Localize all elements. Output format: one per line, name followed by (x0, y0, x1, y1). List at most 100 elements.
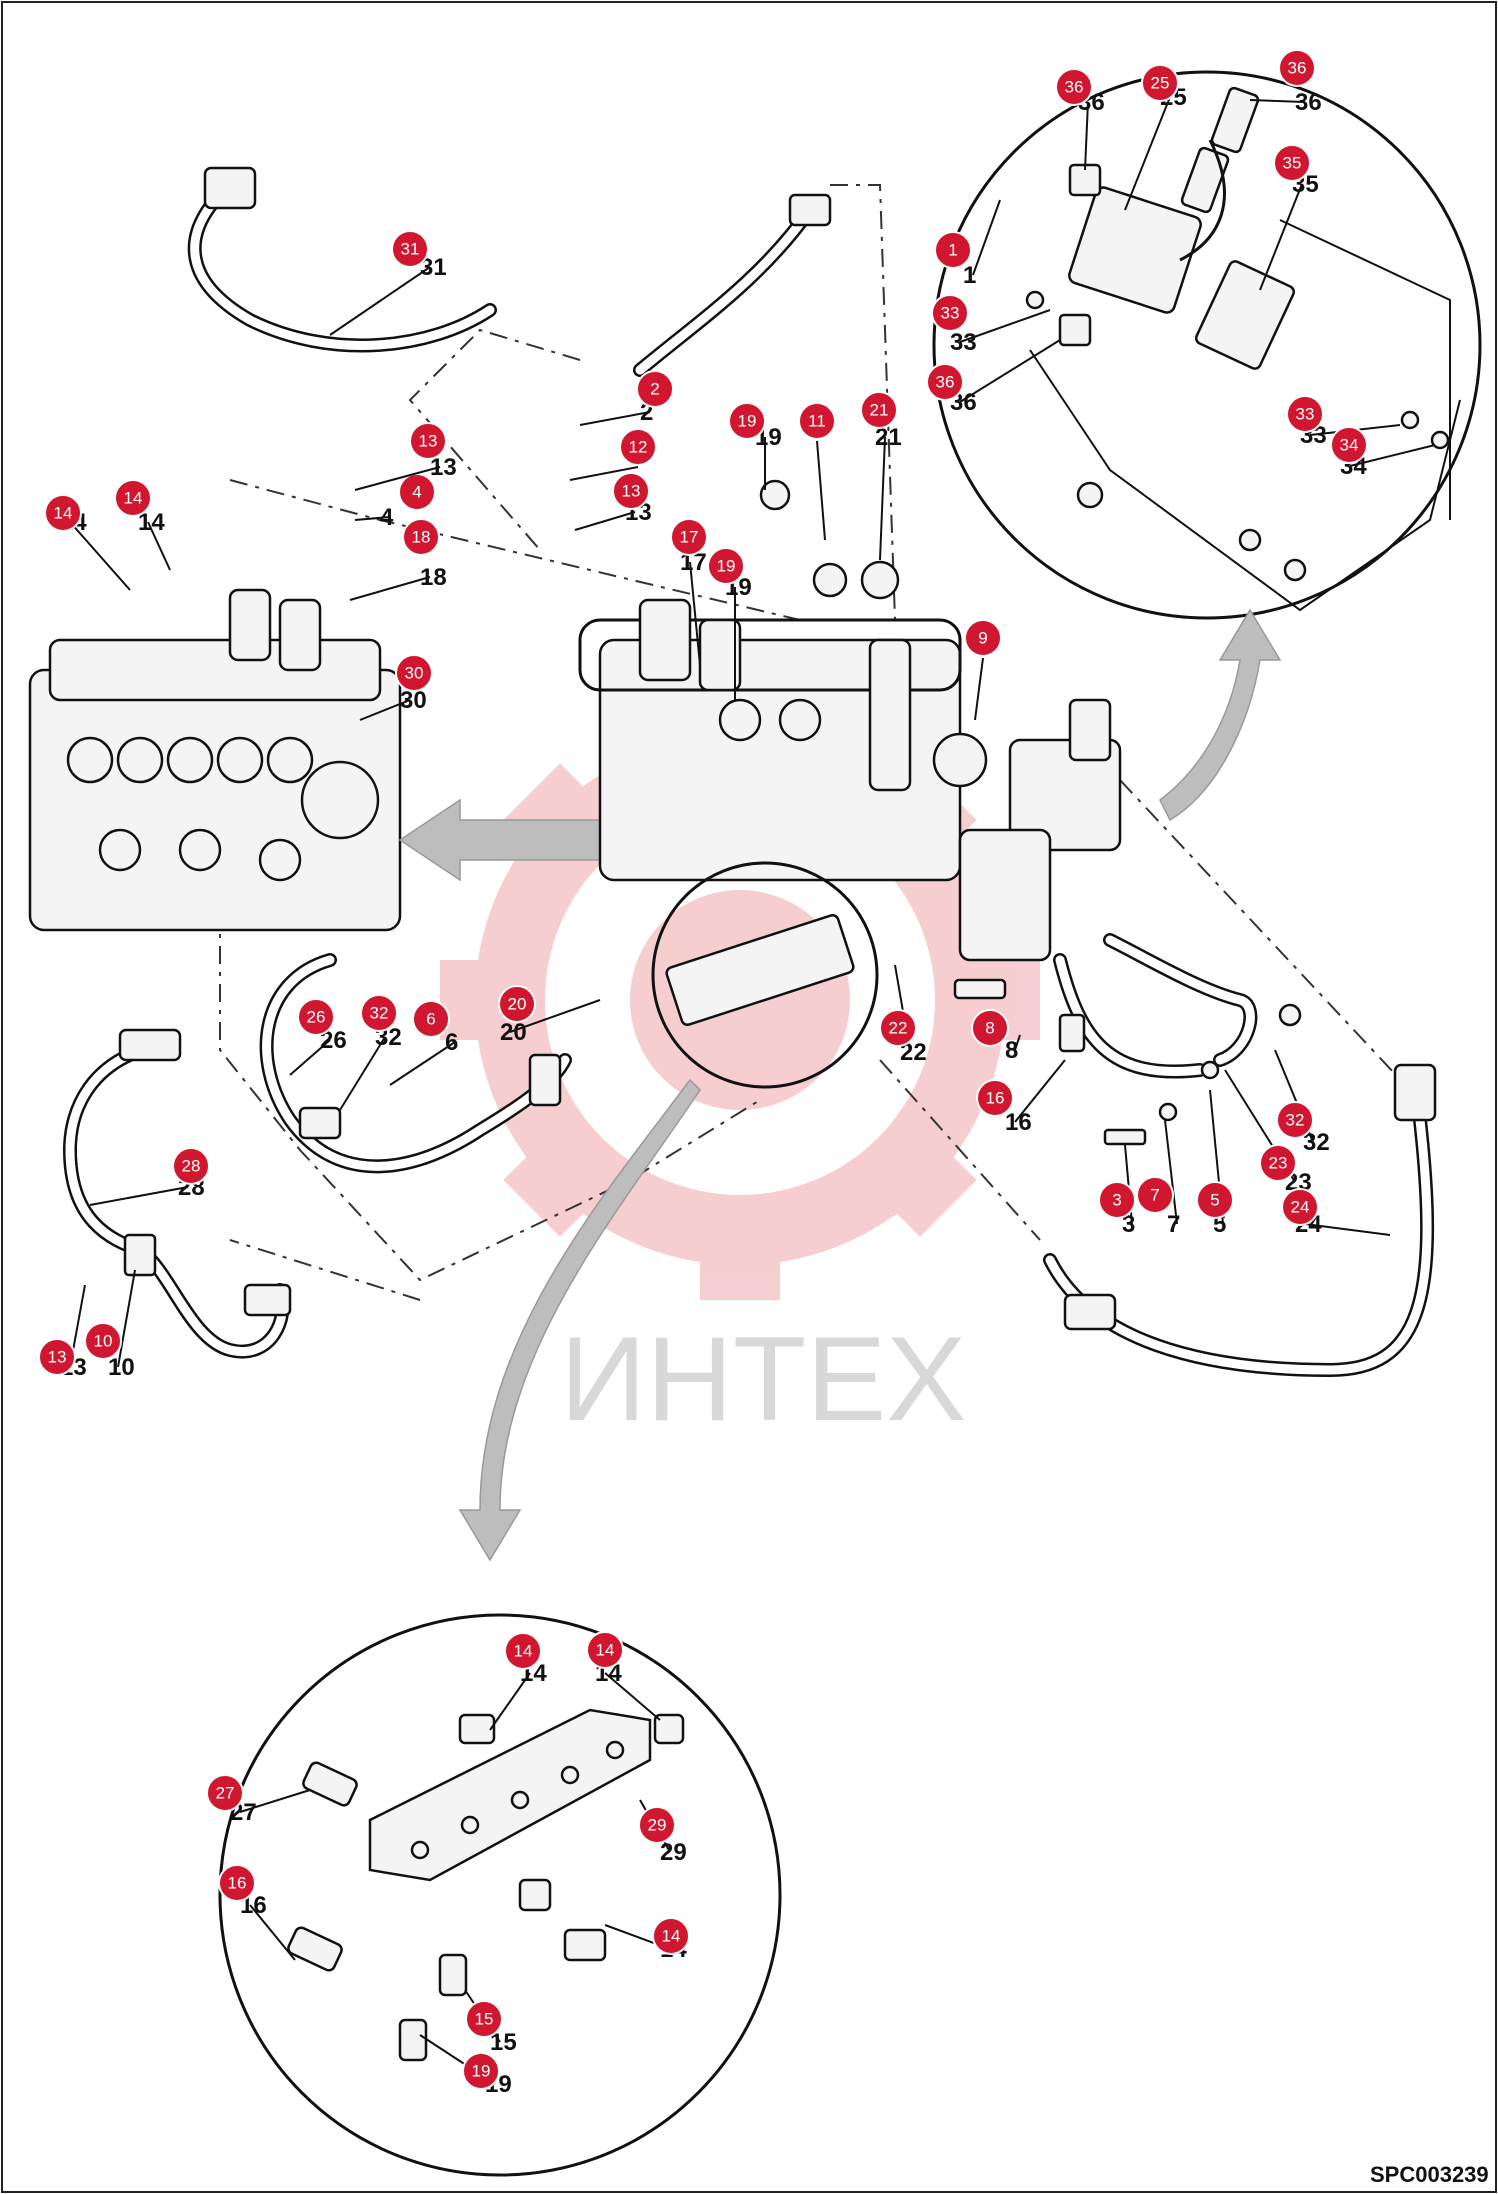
callout-badge-number: 12 (629, 438, 648, 457)
zoom-arrow-top-right (1159, 608, 1282, 822)
callout-badge (206, 1774, 244, 1812)
callout-badge-number: 20 (508, 995, 527, 1014)
leader-line (117, 1269, 136, 1368)
callout-badge-number: 24 (1291, 1198, 1310, 1217)
callout-badge (976, 1079, 1014, 1117)
callout-badge-number: 25 (1151, 74, 1170, 93)
callout-badge (860, 391, 898, 429)
callout-badge-number: 11 (808, 412, 826, 431)
callout-badge-number: 31 (401, 240, 420, 259)
leader-line (1259, 183, 1303, 291)
callout-badge (1259, 1144, 1297, 1182)
callout-badge (395, 654, 433, 692)
callout-badge (44, 494, 82, 532)
detail-circle-small (651, 861, 879, 1089)
callout-c5: 55 (1196, 1089, 1234, 1238)
callout-badge (409, 422, 447, 460)
callout-badge (707, 547, 745, 585)
leader-line (574, 511, 636, 531)
callout-badge (636, 370, 674, 408)
callout-badge (1330, 426, 1368, 464)
main-valve-assembly (578, 479, 1122, 962)
callout-badge (1196, 1181, 1234, 1219)
callout-badge (931, 294, 969, 332)
leader-line (359, 699, 411, 721)
callout-badge-number: 14 (596, 1641, 615, 1660)
part-number-label: 16 (1005, 1109, 1032, 1136)
callout-c1: 11 (934, 199, 1001, 289)
callout-badge (114, 479, 152, 517)
callout-badge (172, 1147, 210, 1185)
callout-badge-number: 32 (1286, 1111, 1305, 1130)
callout-c8: 88 (971, 1009, 1021, 1064)
callout-c12: 12 (569, 428, 657, 481)
detail-circle-top-right (932, 70, 1482, 620)
callout-badge-number: 22 (889, 1019, 908, 1038)
leader-line (689, 561, 701, 666)
callout-badge-number: 13 (48, 1348, 67, 1367)
leader-line (249, 1904, 296, 1961)
callout-badge-number: 10 (94, 1332, 113, 1351)
callout-badge (391, 230, 429, 268)
callout-badge (1273, 144, 1311, 182)
callout-badge-number: 34 (1340, 436, 1359, 455)
callout-badge-number: 6 (426, 1010, 435, 1029)
part-number-label: 10 (108, 1354, 135, 1381)
callout-badge (297, 998, 335, 1036)
control-valve-30 (28, 588, 402, 932)
callout-badge (670, 518, 708, 556)
callout-badge (360, 994, 398, 1032)
callout-badge-number: 16 (986, 1089, 1005, 1108)
callout-badge (586, 1631, 624, 1669)
leader-line (69, 521, 131, 591)
assembly-centerlines (219, 184, 1411, 1301)
callout-badge-number: 2 (650, 380, 659, 399)
leader-line (959, 309, 1051, 343)
callout-c9: 9 (964, 619, 1002, 721)
leader-line (959, 339, 1061, 403)
callout-badge (1281, 1188, 1319, 1226)
callout-badge (619, 428, 657, 466)
callout-badge-number: 27 (216, 1784, 235, 1803)
leader-line (349, 576, 431, 601)
part-number-label: 36 (1295, 89, 1322, 116)
callout-badge-number: 35 (1283, 154, 1302, 173)
part-number-label: 20 (500, 1019, 527, 1046)
leader-line (509, 999, 601, 1033)
callout-badge-number: 23 (1269, 1154, 1288, 1173)
callout-badge-number: 33 (1296, 405, 1315, 424)
leader-line (569, 466, 639, 481)
hose-26 (259, 953, 572, 1174)
callout-badge (879, 1009, 917, 1047)
hose-28 (63, 1028, 292, 1359)
part-number-label: 8 (1005, 1037, 1018, 1064)
callout-c11: 11 (798, 402, 836, 541)
hose-upper (633, 193, 832, 377)
watermark-text: ИНТЕХ (560, 1312, 966, 1446)
callout-badge (504, 1632, 542, 1670)
callout-badge-number: 8 (985, 1019, 994, 1038)
callout-badge-number: 9 (978, 629, 987, 648)
callout-badge-number: 1 (948, 241, 957, 260)
leader-line (239, 1789, 311, 1813)
part-number-label: 29 (660, 1839, 687, 1866)
callout-badge-number: 5 (1210, 1191, 1219, 1210)
